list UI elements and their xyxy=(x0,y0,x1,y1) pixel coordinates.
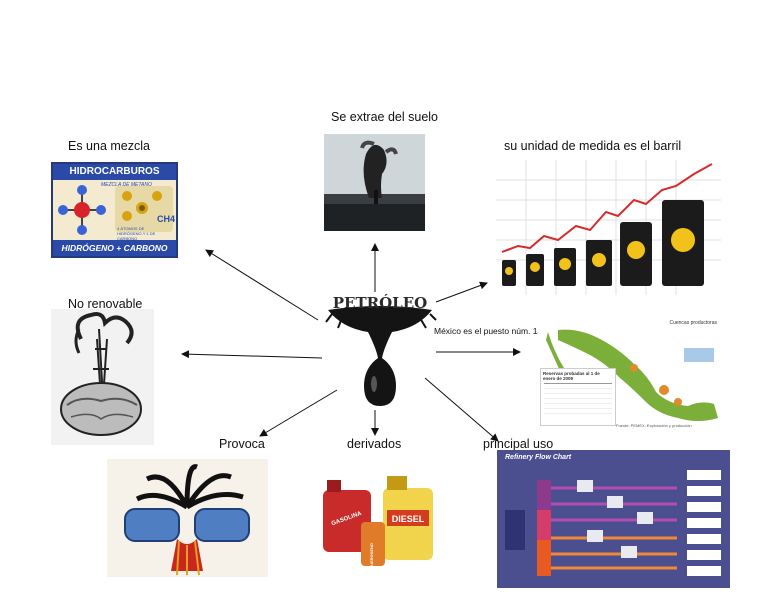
diesel-label: DIESEL xyxy=(392,514,425,524)
label-main-use: principal uso xyxy=(483,437,554,451)
hydrocarbons-formula: CH4 xyxy=(157,214,176,224)
hydrocarbons-title: HIDROCARBUROS xyxy=(53,164,176,180)
oil-geyser-image xyxy=(324,134,425,231)
fuel-cans-image: DIESEL GASOLINA QUEROSENO xyxy=(317,470,438,572)
mexico-map-source: Fuente: PEMEX, Exploración y producción xyxy=(616,423,692,428)
label-nonrenewable: No renovable xyxy=(68,297,143,311)
queroseno-label: QUEROSENO xyxy=(369,543,374,569)
conflict-hands-image xyxy=(107,459,268,577)
mexico-table-title: Reservas probadas al 1 de enero de 2009 xyxy=(543,371,600,381)
label-causes: Provoca xyxy=(219,437,265,451)
arrow-barrel xyxy=(435,281,488,303)
label-extract: Se extrae del suelo xyxy=(331,110,439,124)
center-title: PETRÓLEO xyxy=(333,294,427,312)
refinery-title: Refinery Flow Chart xyxy=(505,454,572,461)
refinery-flow-chart-image: Refinery Flow Chart xyxy=(497,450,730,588)
label-barrel: su unidad de medida es el barril xyxy=(504,139,682,153)
hydrocarbons-subtitle: MEZCLA DE METANO xyxy=(101,182,152,188)
hydrocarbons-footer: HIDRÓGENO + CARBONO xyxy=(53,240,176,256)
mexico-map-image: Cuencas productoras Reservas probadas al… xyxy=(538,318,723,430)
arrow-causes xyxy=(259,389,338,437)
hydrocarbons-note: 4 ÁTOMOS DE HIDRÓGENO Y 1 DE CARBONO xyxy=(117,226,156,241)
arrow-main-use xyxy=(424,377,499,442)
label-derivatives: derivados xyxy=(347,437,402,451)
tomato-oil-rig-image xyxy=(51,309,154,445)
label-mixture: Es una mezcla xyxy=(68,139,150,153)
barrels-growth-image xyxy=(496,160,721,295)
mexico-map-title: Cuencas productoras xyxy=(669,320,717,326)
arrow-nonrenewable xyxy=(181,350,323,359)
arrow-mixture xyxy=(205,249,319,321)
hydrocarbons-card: HIDROCARBUROS MEZCLA DE METANO CH4 4 ÁTO… xyxy=(51,162,178,258)
center-oil-drop: PETRÓLEO xyxy=(322,288,438,410)
